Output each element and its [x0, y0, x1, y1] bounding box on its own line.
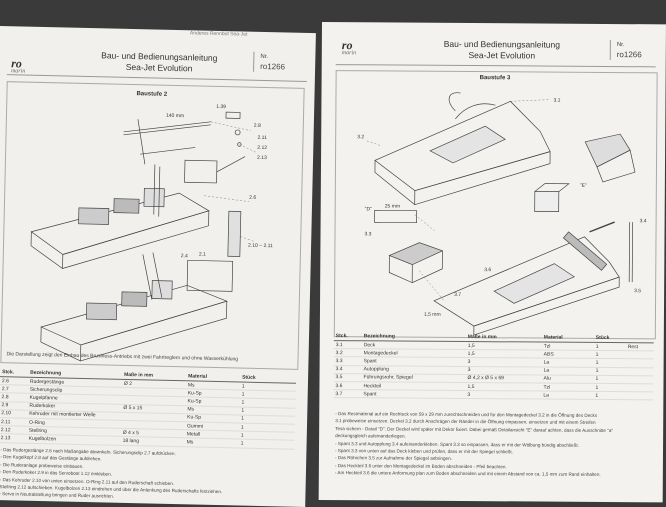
callout-2-12: 2.12 — [257, 145, 267, 151]
dimension-label: 140 mm — [166, 113, 184, 119]
nr-value: ro1266 — [617, 50, 642, 60]
callout-2-13: 2.13 — [257, 155, 267, 161]
callout-2-4: 2.4 — [181, 253, 188, 259]
table-cell: 2.13 — [0, 434, 27, 443]
assembly-drawing: 3.1 3.2 3.3 3.4 3.5 3.6 3.7 "D" "E" 25 m… — [334, 70, 656, 337]
nr-label: Nr. — [617, 40, 642, 50]
callout-detail-e: "E" — [580, 183, 587, 189]
assembly-drawing: 1.39 2.8 2.11 2.12 2.13 2.6 2.10 ~ 2.11 … — [0, 81, 302, 368]
table-cell: 3.7 — [333, 390, 361, 398]
table-cell: 3.3 — [334, 357, 362, 365]
table-cell — [626, 351, 654, 359]
table-cell: 3.1 — [334, 341, 362, 349]
parts-table: Stck. Bezeichnung Maße in mm Material St… — [333, 332, 653, 401]
table-cell — [626, 367, 654, 375]
table-cell: 1 — [593, 392, 625, 400]
table-cell: 3.4 — [334, 365, 362, 373]
callout-1-39: 1.39 — [216, 104, 226, 110]
article-number: Nr. ro1266 — [610, 40, 642, 60]
table-cell: 3.2 — [334, 349, 362, 357]
table-cell: 3 — [465, 391, 541, 400]
header-divider — [7, 74, 307, 82]
callout-3-2: 3.2 — [357, 134, 364, 140]
logo: ro marin — [11, 56, 26, 74]
callout-3-5: 3.5 — [634, 288, 641, 294]
callout-2-11: 2.11 — [257, 135, 267, 141]
table-cell — [626, 359, 654, 367]
logo-sub: marin — [342, 50, 356, 56]
nr-label: Nr. — [260, 52, 285, 63]
callout-detail-d: "D" — [365, 206, 372, 212]
table-cell: Spant — [361, 390, 465, 399]
table-cell — [625, 392, 653, 400]
table-cell: 18 lang — [121, 437, 185, 447]
page-title: Bau- und Bedienungsanleitung Sea-Jet Evo… — [79, 50, 239, 76]
table-cell: 1 — [238, 439, 294, 448]
table-cell: 1 — [593, 375, 625, 383]
col-header: Stück — [594, 334, 626, 343]
header-divider — [336, 64, 656, 67]
logo: ro marin — [342, 38, 356, 56]
callout-2-8: 2.8 — [254, 123, 261, 129]
dimension-label: 25 mm — [385, 203, 400, 209]
table-cell: 3.5 — [333, 373, 361, 381]
dimension-label: 1,5 mm — [424, 312, 441, 318]
table-cell: Rest — [626, 343, 654, 351]
table-cell: Ms — [185, 438, 239, 447]
page-title: Bau- und Bedienungsanleitung Sea-Jet Evo… — [412, 39, 592, 62]
parts-table: Stck. Bezeichnung Maße in mm Material St… — [0, 368, 296, 449]
callout-3-4: 3.4 — [640, 218, 647, 224]
table-cell: Kugelbolzen — [27, 435, 121, 445]
table-cell: 1 — [594, 367, 626, 375]
table-cell — [625, 375, 653, 383]
table-cell: 1 — [593, 383, 625, 391]
table-cell: 1 — [594, 359, 626, 367]
table-cell: 1 — [594, 351, 626, 359]
callout-2-1: 2.1 — [199, 252, 206, 258]
top-note: Anderes Rennbot Sea-Jet — [190, 30, 248, 37]
callout-3-3: 3.3 — [364, 231, 371, 237]
callout-3-7: 3.7 — [454, 292, 461, 298]
callout-3-1: 3.1 — [553, 98, 560, 104]
note-line: - Am Heckteil 3.6 die untere Anformung p… — [335, 469, 661, 479]
title-line-2: Sea-Jet Evolution — [412, 50, 592, 62]
callout-3-6: 3.6 — [484, 267, 491, 273]
callout-2-6: 2.6 — [249, 195, 256, 201]
table-cell — [625, 384, 653, 392]
table-cell: 1 — [594, 342, 626, 350]
article-number: Nr. ro1266 — [253, 52, 285, 73]
right-page: ro marin Bau- und Bedienungsanleitung Se… — [319, 22, 666, 502]
callout-2-10: 2.10 ~ 2.11 — [248, 243, 273, 250]
left-page: Anderes Rennbot Sea-Jet ro marin Bau- un… — [0, 26, 316, 507]
instruction-notes: - Das Rudergestänge 2.6 nach Maßangabe a… — [0, 446, 300, 505]
table-cell: 3.6 — [333, 382, 361, 390]
nr-value: ro1266 — [260, 62, 285, 73]
instruction-notes: - Das Restmaterial auf ein Rechteck von … — [335, 410, 661, 479]
col-header: Stck. — [334, 332, 362, 341]
col-header: Material — [542, 334, 594, 343]
table-cell: La — [541, 391, 593, 400]
